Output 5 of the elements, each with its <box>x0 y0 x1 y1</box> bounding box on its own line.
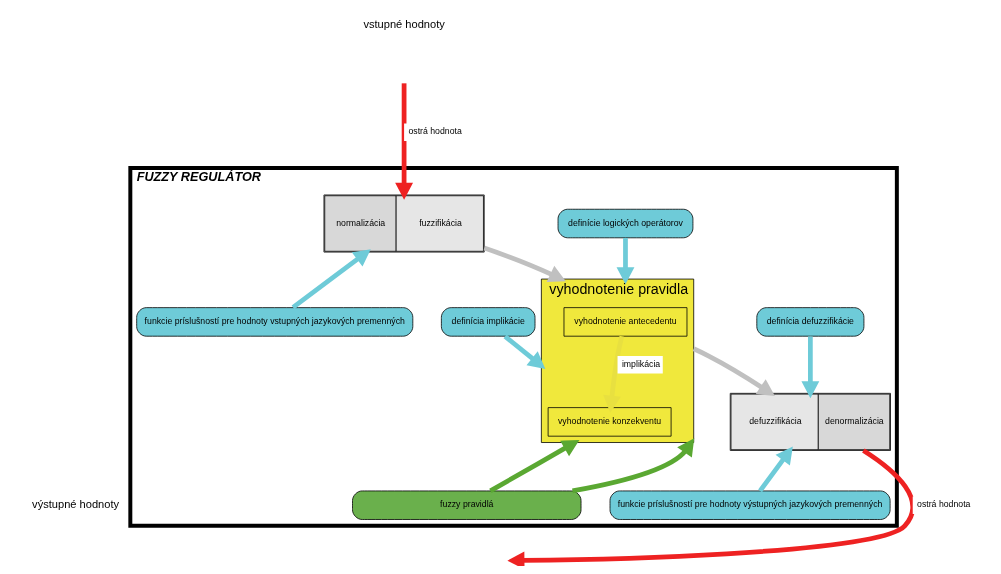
edge-label: ostrá hodnota <box>408 126 462 137</box>
label: výstupné hodnoty <box>32 498 120 511</box>
label: vstupné hodnoty <box>363 18 445 31</box>
edge-label: implikácia <box>621 358 661 369</box>
edge-label: ostrá hodnota <box>917 499 971 510</box>
